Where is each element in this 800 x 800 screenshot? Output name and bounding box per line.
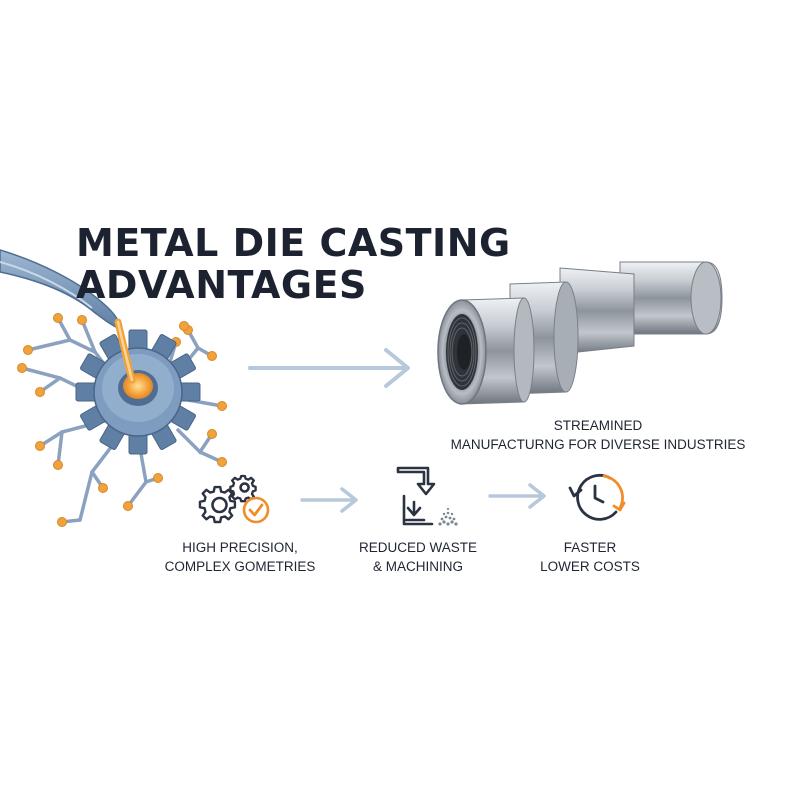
advantage-precision-line-1: HIGH PRECISION,	[182, 540, 298, 555]
mold-gear	[75, 329, 201, 455]
gears-check-icon	[198, 474, 270, 524]
flow-arrow-1	[300, 487, 358, 513]
advantage-precision-line-2: COMPLEX GOMETRIES	[164, 559, 316, 574]
waste-reduction-icon	[396, 466, 458, 526]
advantage-precision: HIGH PRECISION, COMPLEX GOMETRIES	[150, 538, 330, 576]
main-caption: STREAMINED MANUFACTURNG FOR DIVERSE INDU…	[450, 416, 746, 454]
advantage-waste: REDUCED WASTE & MACHINING	[338, 538, 498, 576]
runner-nodes	[17, 313, 227, 527]
advantage-speed-line-1: FASTER	[563, 540, 617, 555]
main-caption-line-1: STREAMINED	[553, 418, 643, 433]
title-line-1: METAL DIE CASTING	[76, 221, 511, 265]
clock-cycle-icon	[568, 473, 626, 521]
flow-arrow-2	[488, 483, 546, 509]
advantage-speed: FASTER LOWER COSTS	[520, 538, 660, 576]
advantage-speed-line-2: LOWER COSTS	[540, 559, 640, 574]
advantage-waste-line-2: & MACHINING	[372, 559, 463, 574]
machined-part	[437, 261, 723, 405]
page-title: METAL DIE CASTING ADVANTAGES	[76, 222, 511, 306]
process-arrow	[248, 348, 410, 388]
ladle	[0, 249, 136, 384]
advantage-waste-line-1: REDUCED WASTE	[358, 540, 477, 555]
title-line-2: ADVANTAGES	[76, 263, 367, 307]
main-caption-line-2: MANUFACTURNG FOR DIVERSE INDUSTRIES	[450, 437, 746, 452]
